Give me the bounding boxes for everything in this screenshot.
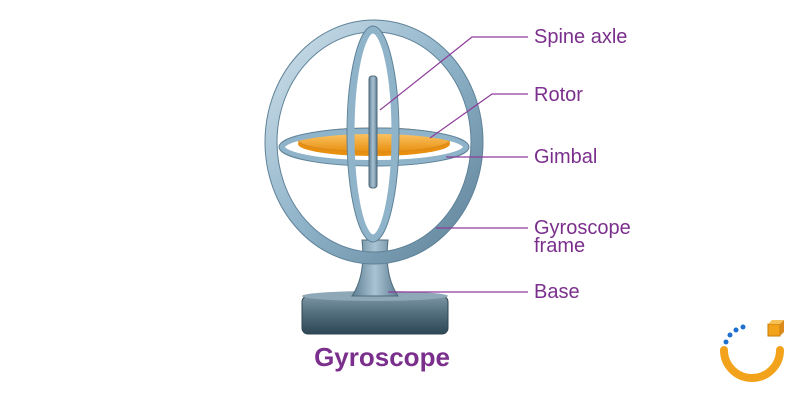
- label-base: Base: [534, 281, 580, 303]
- inner-ring: [347, 26, 399, 242]
- label-gimbal: Gimbal: [534, 146, 598, 168]
- stem: [351, 239, 399, 297]
- label-gyroscope-frame: Gyroscope frame: [534, 217, 631, 257]
- brand-logo-icon: [720, 320, 784, 382]
- label-spine-axle: Spine axle: [534, 26, 628, 48]
- leader-rotor: [429, 93, 528, 139]
- spine-axle-rod: [368, 75, 378, 189]
- label-rotor: Rotor: [534, 84, 583, 106]
- leader-lines: [379, 36, 528, 293]
- diagram-title: Gyroscope: [314, 342, 450, 372]
- base-part: [301, 291, 449, 335]
- leader-spine-axle: [379, 36, 528, 111]
